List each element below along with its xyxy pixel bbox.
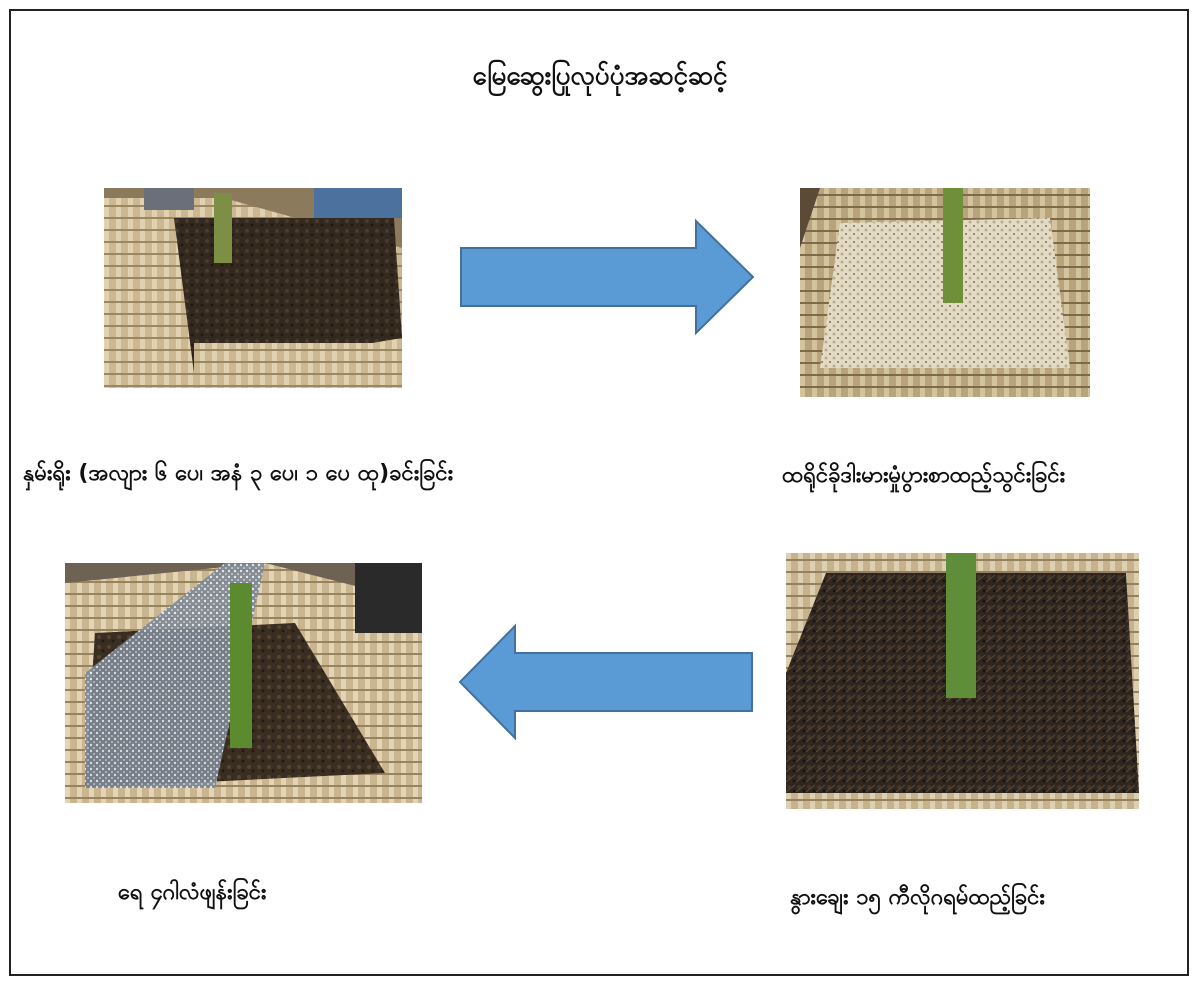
photo-step-2-fungus-layer	[800, 188, 1090, 397]
caption-step-3: နွားချေး ၁၅ ကီလိုဂရမ်ထည့်ခြင်း	[790, 885, 1045, 910]
photo-step-4-watering	[65, 563, 422, 803]
photo-step-3-manure	[786, 553, 1139, 809]
diagram-frame	[9, 9, 1189, 976]
caption-step-2: ထရိုင်ခိုဒါးမားမှုံပွားစာထည့်သွင်းခြင်း	[782, 463, 1066, 488]
right-arrow-icon	[460, 218, 755, 336]
caption-step-1: နှမ်းရိုး (အလျား ၆ ပေ၊ အနံ ၃ ပေ၊ ၁ ပေ ထု…	[23, 461, 454, 486]
photo-step-1-soil-bed	[104, 188, 402, 388]
left-arrow-icon	[458, 623, 753, 741]
caption-step-4: ရေ ၄ဂါလံဖျန်းခြင်း	[118, 880, 267, 905]
page-title: မြေဆွေးပြုလုပ်ပုံအဆင့်ဆင့်	[472, 61, 728, 91]
